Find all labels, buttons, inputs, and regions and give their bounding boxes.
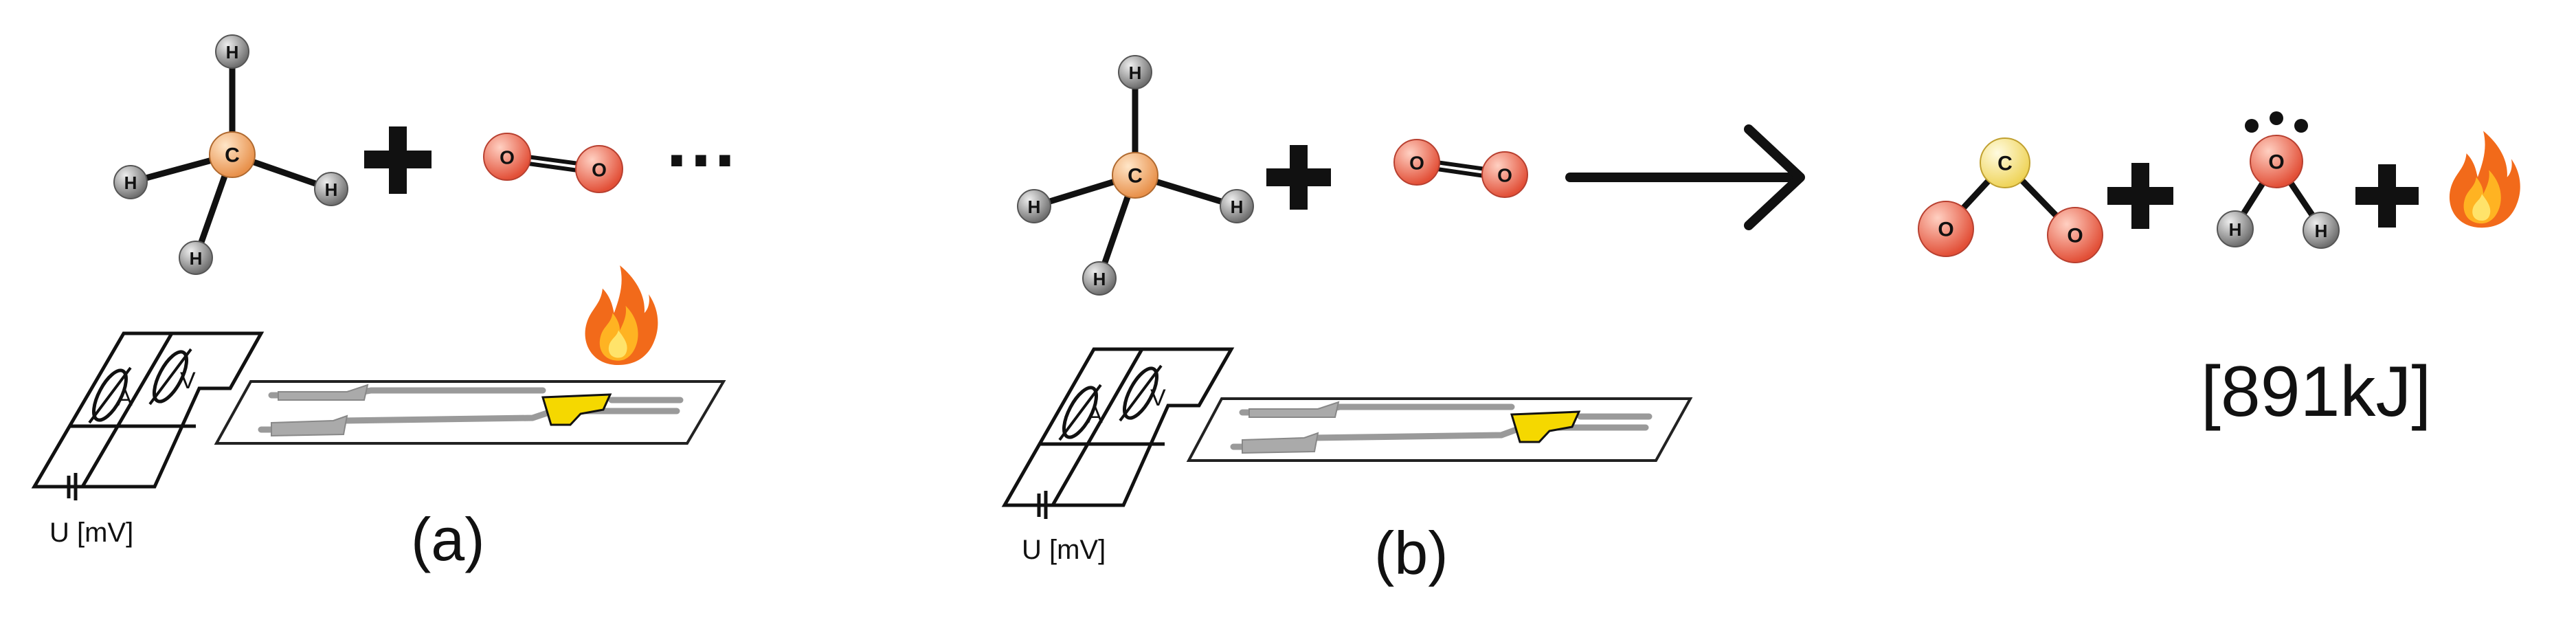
hydrogen-atom: H <box>1017 189 1051 223</box>
methane-molecule-b: H H H H C <box>1017 55 1254 296</box>
svg-text:H: H <box>1129 63 1142 83</box>
hydrogen-atom: H <box>2217 210 2254 247</box>
oxygen-atom: O <box>575 145 623 193</box>
svg-text:A: A <box>1087 402 1103 428</box>
ellipsis: … <box>663 98 739 183</box>
hydrogen-atom: H <box>113 165 148 199</box>
carbon-atom: C <box>1980 137 2030 188</box>
energy-label: [891kJ] <box>2201 352 2431 432</box>
hydrogen-atom: H <box>2303 212 2340 249</box>
svg-text:O: O <box>2067 225 2083 247</box>
hydrogen-atom: H <box>179 241 213 275</box>
flame-icon <box>585 265 658 365</box>
oxygen-atom: O <box>1393 139 1440 186</box>
panel-b: H H H H C <box>1001 55 1805 587</box>
voltmeter-icon: V <box>1119 364 1166 422</box>
svg-text:H: H <box>325 179 338 200</box>
svg-text:H: H <box>2229 219 2242 240</box>
svg-text:V: V <box>180 368 196 394</box>
svg-text:H: H <box>2315 221 2328 241</box>
ammeter-icon: A <box>1058 384 1103 441</box>
plus-sign <box>2355 164 2419 228</box>
panel-a: H H H H C <box>31 34 739 573</box>
svg-text:O: O <box>1409 153 1424 174</box>
battery-icon <box>1037 491 1048 519</box>
svg-text:H: H <box>190 248 203 269</box>
water-molecule: O H H <box>2217 111 2340 249</box>
lone-pair-electron <box>2294 119 2308 133</box>
carbon-dioxide-molecule: O C O <box>1918 137 2103 263</box>
plus-sign <box>1266 145 1331 210</box>
oxygen-atom: O <box>2250 135 2303 188</box>
sensor-pad <box>1510 410 1581 443</box>
voltmeter-icon: V <box>148 348 196 406</box>
oxygen-molecule-a: O O <box>483 133 623 193</box>
carbon-atom: C <box>1112 152 1158 199</box>
svg-text:C: C <box>1128 165 1143 188</box>
lone-pair-electron <box>2270 111 2283 125</box>
oxygen-atom: O <box>1481 151 1528 198</box>
hydrogen-atom: H <box>1118 55 1152 89</box>
battery-icon <box>67 473 78 500</box>
svg-text:H: H <box>226 42 239 63</box>
oxygen-molecule-b: O O <box>1393 139 1528 198</box>
gas-sensor-chip-b <box>1186 397 1693 462</box>
svg-text:O: O <box>592 159 607 181</box>
products: O C O O <box>1918 111 2520 432</box>
oxygen-atom: O <box>483 133 531 181</box>
svg-text:C: C <box>225 144 240 167</box>
sensor-circuit-b: A V U [mV] <box>1001 347 1235 565</box>
panel-label-b: (b) <box>1374 519 1448 587</box>
svg-text:O: O <box>500 147 515 168</box>
voltage-label: U [mV] <box>49 518 133 548</box>
carbon-atom: C <box>209 131 256 178</box>
sensor-circuit-a: A V U [mV] <box>31 331 265 548</box>
hydrogen-atom: H <box>215 34 249 69</box>
svg-text:C: C <box>1997 153 2013 175</box>
svg-text:O: O <box>1497 165 1512 186</box>
oxygen-atom: O <box>1918 201 1974 257</box>
voltage-label: U [mV] <box>1022 535 1106 565</box>
svg-text:H: H <box>1093 269 1106 289</box>
methane-molecule-a: H H H H C <box>113 34 348 275</box>
svg-text:H: H <box>1028 197 1041 217</box>
sensor-pad <box>541 393 612 426</box>
ammeter-icon: A <box>88 366 133 424</box>
gas-sensor-chip-a <box>214 380 726 445</box>
svg-text:O: O <box>1938 219 1953 241</box>
hydrogen-atom: H <box>1220 189 1254 223</box>
reaction-arrow <box>1565 124 1805 230</box>
hydrogen-atom: H <box>314 172 348 206</box>
flame-icon <box>2449 131 2520 228</box>
oxygen-atom: O <box>2047 207 2103 263</box>
plus-sign <box>2107 163 2173 229</box>
hydrogen-atom: H <box>1082 261 1117 296</box>
plus-sign <box>364 126 432 194</box>
panel-label-a: (a) <box>411 505 485 573</box>
lone-pair-electron <box>2245 119 2259 133</box>
svg-text:O: O <box>2268 151 2284 174</box>
svg-text:H: H <box>1231 197 1244 217</box>
svg-text:A: A <box>117 385 133 411</box>
svg-text:V: V <box>1150 385 1166 411</box>
svg-text:H: H <box>124 173 137 193</box>
